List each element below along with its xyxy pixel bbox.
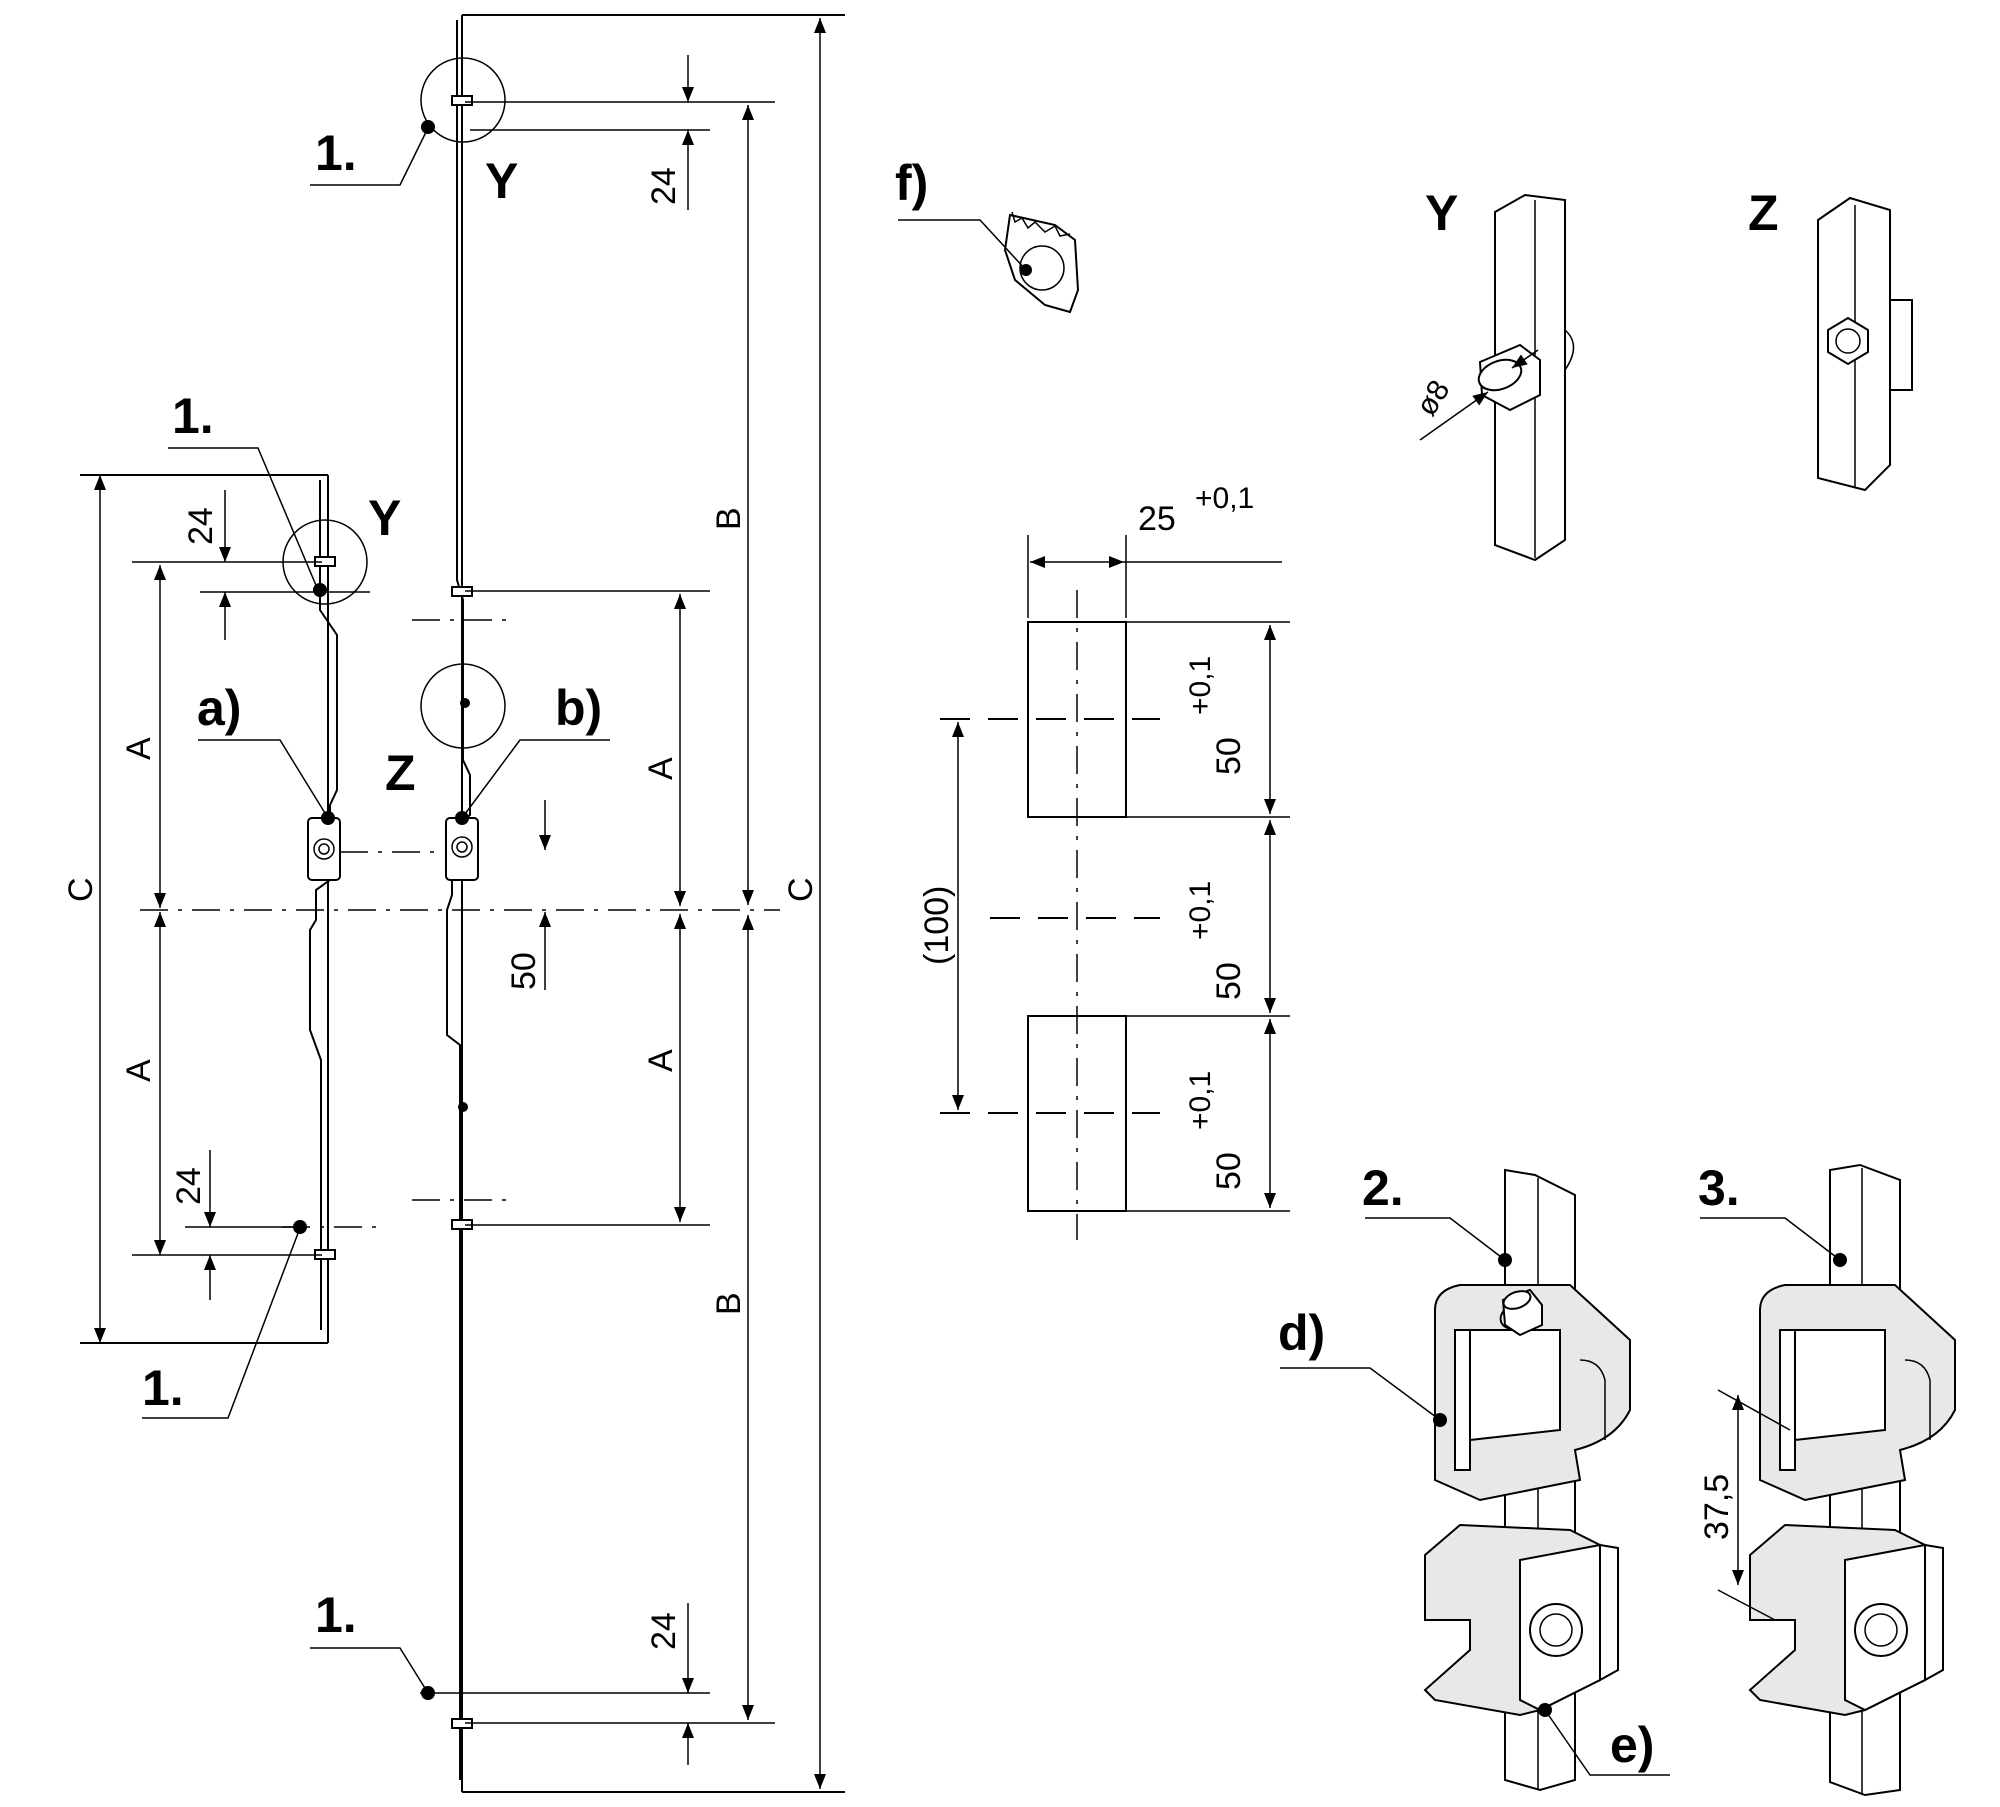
label-y-top: Y [485, 153, 518, 209]
dim-50-middle-tol: +0,1 [1184, 881, 1217, 940]
dim-25: 25 [1138, 500, 1176, 538]
dim-b-lower: B [710, 1292, 748, 1315]
label-z-mid: Z [385, 745, 416, 801]
detail-y [1419, 193, 1575, 562]
lock-assembly-3 [1717, 1163, 1956, 1797]
clip-part-f [1003, 211, 1080, 314]
label-item1-top: 1. [315, 125, 357, 181]
detail-z [1817, 196, 1913, 492]
dim-24-top: 24 [645, 167, 683, 205]
dim-c-right: C [782, 877, 820, 902]
dim-24-left-lower: 24 [170, 1167, 208, 1205]
label-y-left: Y [368, 490, 401, 546]
dim-37-5: 37,5 [1698, 1474, 1736, 1540]
label-z-detail: Z [1748, 185, 1779, 241]
label-d: d) [1278, 1305, 1325, 1361]
dim-50-upper-tol: +0,1 [1184, 656, 1217, 715]
label-item3: 3. [1698, 1160, 1740, 1216]
dim-50-lower-tol: +0,1 [1184, 1071, 1217, 1130]
label-item1-left-lower: 1. [142, 1360, 184, 1416]
dims-tall [420, 18, 826, 1789]
dim-a-left-lower: A [120, 1059, 158, 1082]
label-item1-left-upper: 1. [172, 388, 214, 444]
label-item1-bottom: 1. [315, 1587, 357, 1643]
left-panel [80, 474, 380, 1344]
dimension-labels: C A A 24 24 24 B C A 50 A B 24 25 +0,1 5… [62, 167, 1736, 1650]
dim-diameter-8: ø8 [1410, 375, 1457, 422]
label-e: e) [1610, 1717, 1654, 1773]
label-a: a) [197, 680, 241, 736]
label-y-detail: Y [1425, 185, 1458, 241]
label-f: f) [895, 155, 928, 211]
item-labels: 1. 1. 1. 1. a) b) f) Y Y Z Y Z 2. 3. d) … [142, 125, 1779, 1773]
dim-25-tol: +0,1 [1195, 482, 1254, 515]
dim-a-left-upper: A [120, 737, 158, 760]
dim-50: 50 [505, 952, 543, 990]
dim-b-upper: B [710, 507, 748, 530]
cutout-detail [940, 535, 1290, 1240]
tall-panel [412, 14, 845, 1793]
dim-24-bottom: 24 [645, 1612, 683, 1650]
dim-100: (100) [918, 886, 956, 965]
dims-left [94, 475, 370, 1343]
dim-50-middle: 50 [1210, 962, 1248, 1000]
dim-a-mid-lower: A [642, 1049, 680, 1072]
lock-assembly-2 [1423, 1168, 1631, 1792]
label-b: b) [555, 680, 602, 736]
dim-24-left-upper: 24 [182, 507, 220, 545]
label-item2: 2. [1362, 1160, 1404, 1216]
dim-50-lower: 50 [1210, 1152, 1248, 1190]
leaders [142, 120, 1847, 1776]
dim-50-upper: 50 [1210, 737, 1248, 775]
dim-a-mid-upper: A [642, 757, 680, 780]
dim-c-left: C [62, 877, 100, 902]
